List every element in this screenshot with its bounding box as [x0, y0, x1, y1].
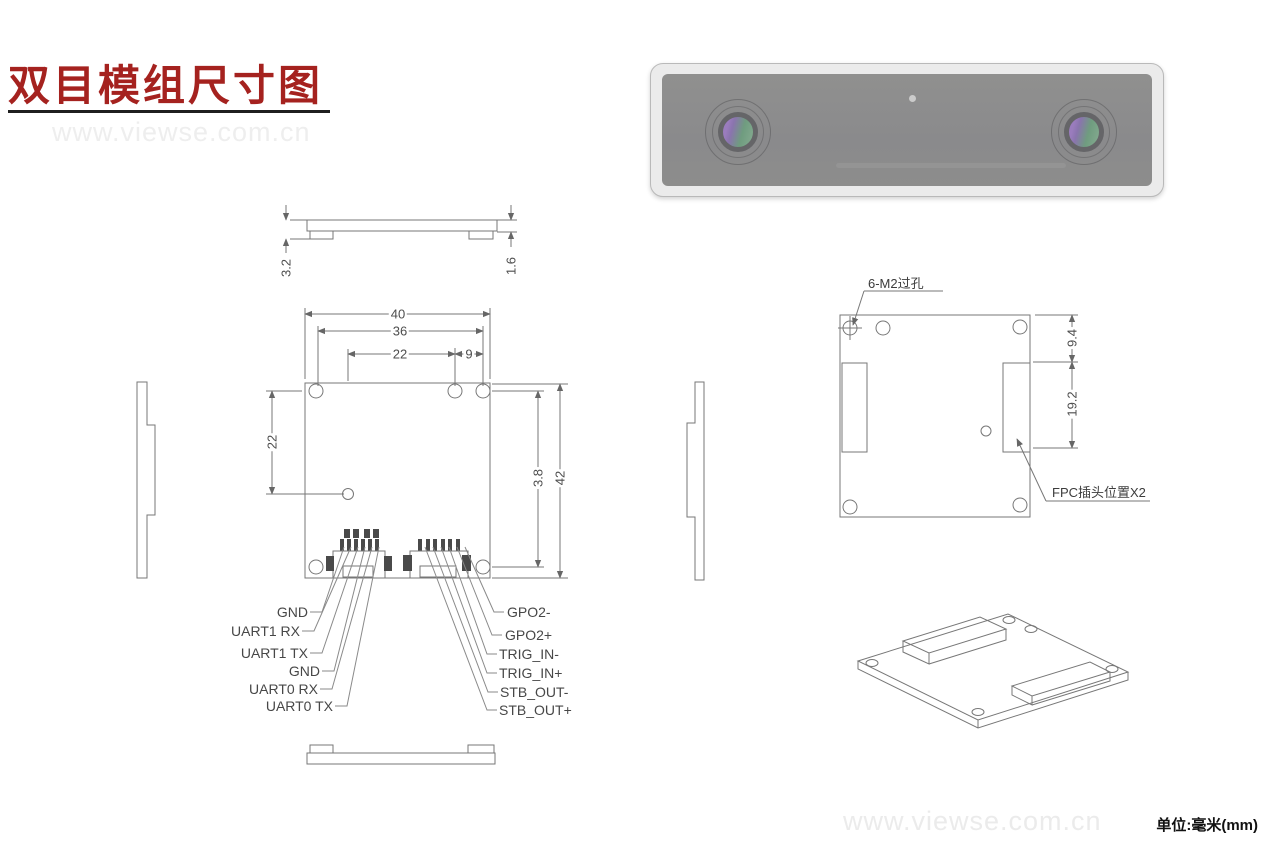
pin-label: UART0 TX: [265, 698, 333, 714]
pin-label: STB_OUT+: [499, 702, 572, 718]
m2-hole-callout: 6-M2过孔: [868, 276, 924, 291]
isometric-view: [858, 614, 1128, 728]
pin-label: TRIG_IN+: [499, 665, 563, 681]
dim-width-right-span: 9: [463, 346, 475, 362]
dim-height-left-span: 22: [264, 432, 280, 452]
pin-label: UART1 RX: [231, 623, 300, 639]
pin-label: GPO2+: [505, 627, 553, 643]
pin-label: TRIG_IN-: [499, 646, 559, 662]
fpc-callout: FPC插头位置X2: [1052, 485, 1146, 500]
camera-lens-right: [1064, 112, 1104, 152]
camera-module-photo: [650, 63, 1164, 197]
unit-note: 单位:毫米(mm): [1156, 817, 1258, 834]
pin-label: UART0 RX: [249, 681, 318, 697]
camera-led-dot: [909, 95, 916, 102]
dim-height-total: 42: [552, 468, 568, 488]
watermark-bottom: www.viewse.com.cn: [843, 806, 1102, 836]
dim-width-left-span: 22: [390, 346, 410, 362]
pin-label: STB_OUT-: [500, 684, 569, 700]
back-view: [838, 291, 1150, 517]
dim-height-holes: 3.8: [530, 466, 546, 490]
connector-right: [403, 539, 471, 578]
page-title: 双目模组尺寸图: [8, 62, 324, 109]
mid-profile-view: [687, 382, 704, 580]
watermark-top: www.viewse.com.cn: [52, 117, 311, 147]
camera-bottom-highlight: [836, 163, 1066, 168]
dim-width-holes: 36: [390, 323, 410, 339]
pin-leaders: [302, 547, 504, 710]
left-lens-outer-ring-icon: [705, 99, 771, 165]
left-lens-inner-ring-icon: [712, 106, 764, 158]
left-profile-view: [137, 382, 155, 578]
pin-label: GND: [276, 604, 308, 620]
pin-label: UART1 TX: [240, 645, 308, 661]
top-profile-view: [282, 205, 517, 253]
dim-back-top-offset: 9.4: [1064, 326, 1080, 350]
right-lens-outer-ring-icon: [1051, 99, 1117, 165]
pin-label: GPO2-: [507, 604, 551, 620]
dim-width-total: 40: [388, 306, 408, 322]
title-underline: [8, 110, 330, 113]
dim-thickness-total: 3.2: [278, 256, 294, 280]
right-lens-inner-ring-icon: [1058, 106, 1110, 158]
pin-label: GND: [288, 663, 320, 679]
dim-thickness-board: 1.6: [503, 254, 519, 278]
front-view: [266, 308, 568, 579]
dim-back-fpc-height: 19.2: [1064, 389, 1080, 419]
camera-lens-left: [718, 112, 758, 152]
bottom-profile-view: [307, 745, 495, 764]
